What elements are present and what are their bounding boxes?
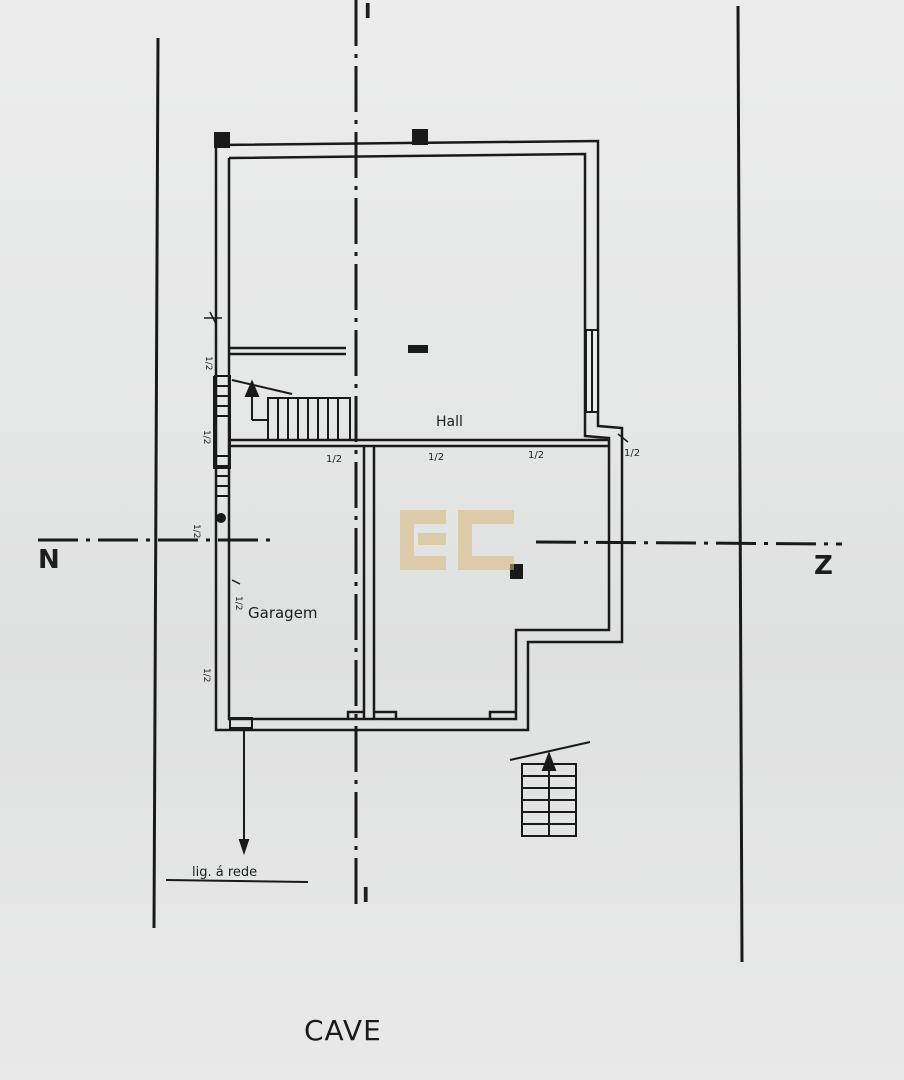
floor-title: CAVE <box>304 1014 382 1047</box>
room-label-hall: Hall <box>436 414 463 430</box>
wall-thickness-mark: 1/2 <box>428 452 444 463</box>
border-line-right <box>736 5 744 963</box>
outer-walls <box>214 139 624 732</box>
column-block <box>412 129 428 145</box>
section-mark-top: I <box>364 0 371 23</box>
section-mark-bottom: I <box>362 883 369 907</box>
wall-thickness-mark: 1/2 <box>203 356 213 370</box>
wall-thickness-mark: 1/2 <box>528 450 544 461</box>
network-connection-note: lig. á rede <box>192 865 257 880</box>
wall-thickness-mark: 1/2 <box>326 454 342 465</box>
column-block <box>214 132 230 148</box>
drain-connection <box>165 513 309 883</box>
room-label-garagem: Garagem <box>248 604 318 622</box>
interior-staircase <box>213 375 351 497</box>
watermark-logo <box>400 510 514 570</box>
orientation-axis-right <box>535 540 843 546</box>
exterior-staircase <box>509 741 591 837</box>
wall-thickness-mark: 1/2 <box>201 668 211 682</box>
wall-thickness-mark: 1/2 <box>201 430 211 444</box>
wall-thickness-mark: 1/2 <box>191 524 201 538</box>
dimension-ticks <box>204 311 629 585</box>
border-line-left <box>152 37 160 929</box>
window-right <box>585 329 599 413</box>
column-block <box>408 345 428 353</box>
wall-thickness-mark: 1/2 <box>233 596 243 610</box>
wall-thickness-mark: 1/2 <box>624 448 640 459</box>
orientation-label-z: Z <box>814 551 833 581</box>
orientation-label-n: N <box>38 545 60 575</box>
